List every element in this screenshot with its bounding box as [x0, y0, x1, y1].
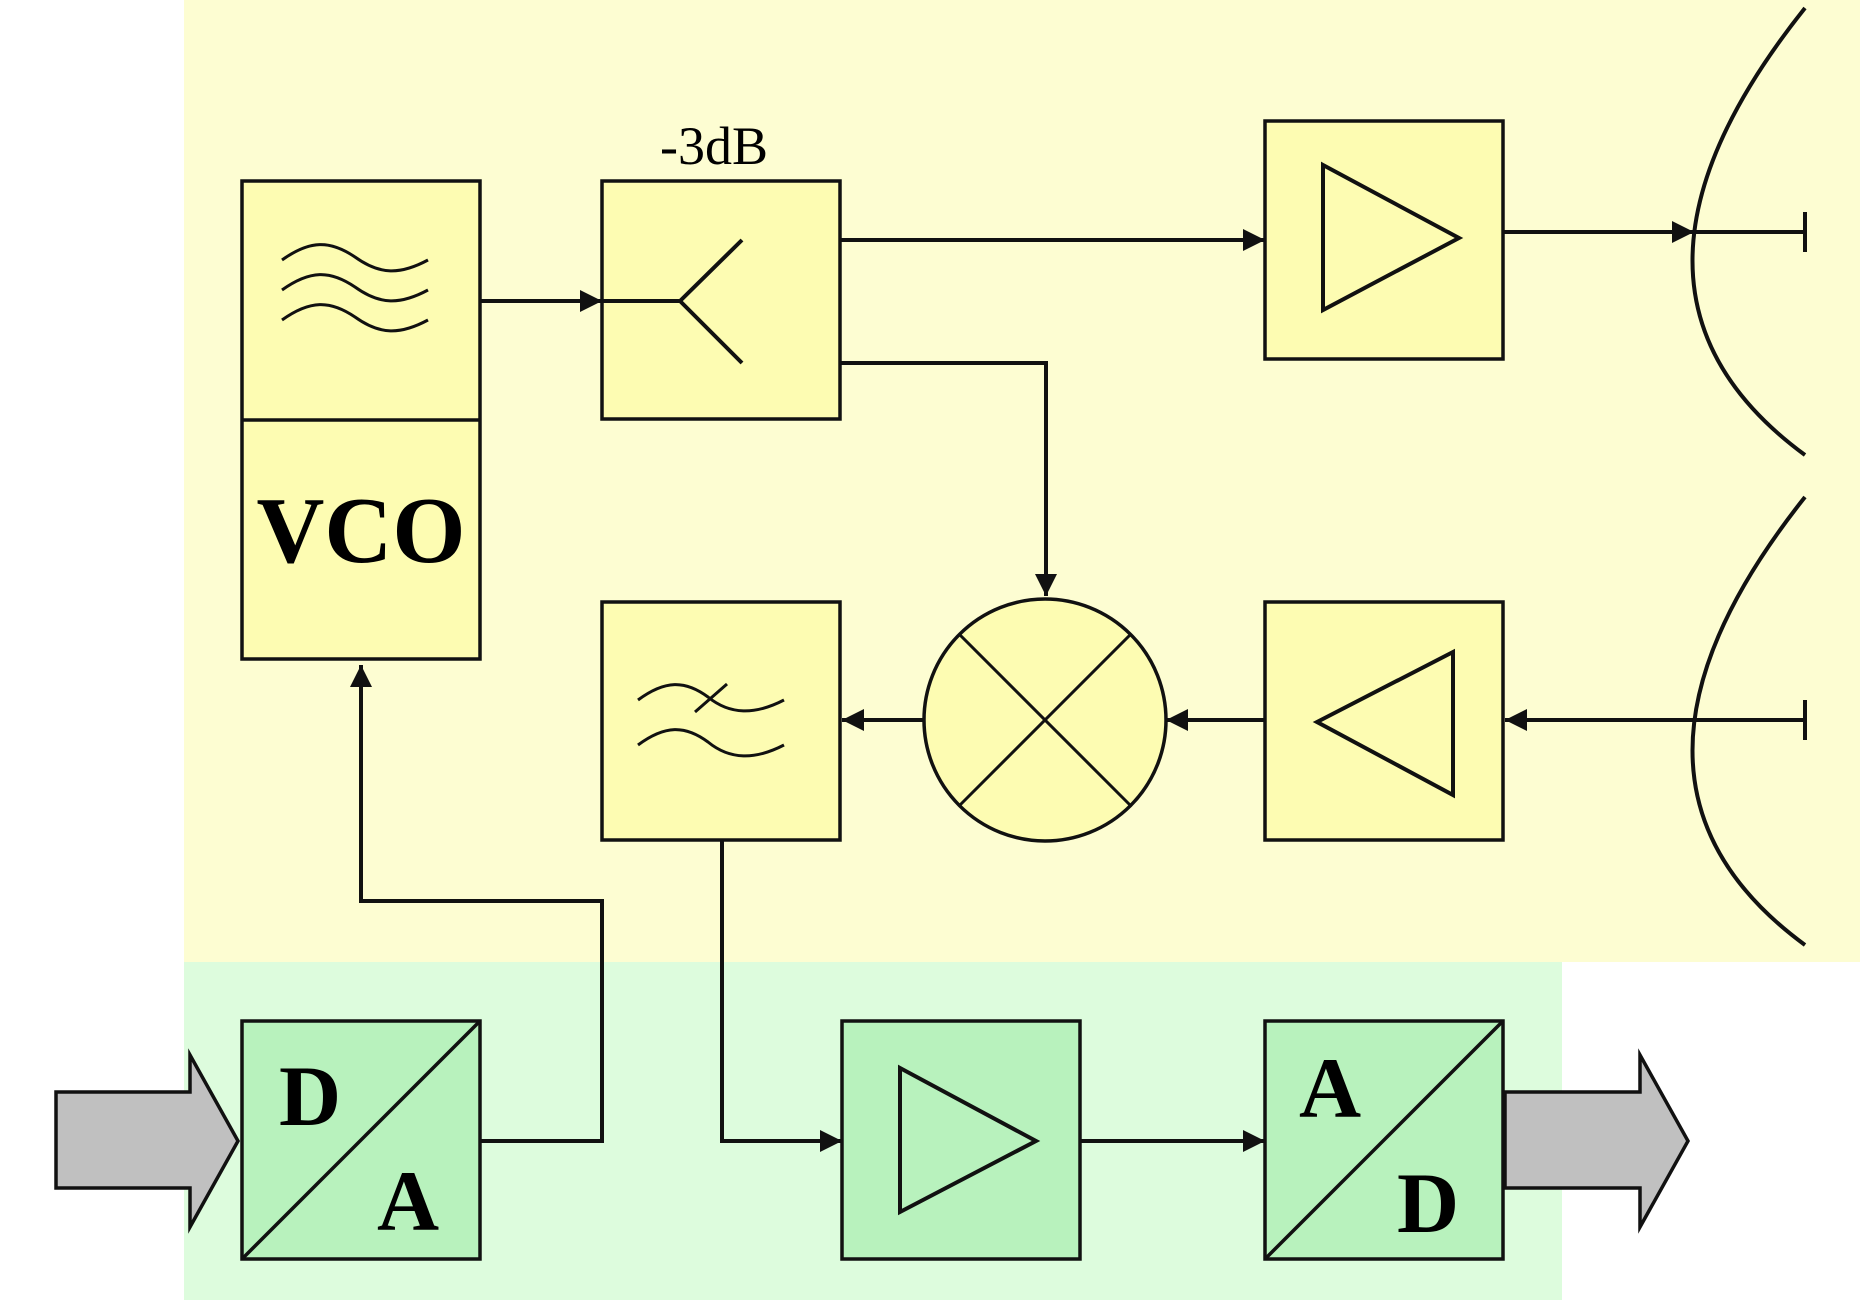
baseband-amplifier-block [840, 1019, 1082, 1261]
amplifier-right-icon [1321, 161, 1464, 314]
lowpass-filter-icon [637, 682, 785, 758]
adc-block: A D [1263, 1019, 1505, 1261]
amplifier-left-icon [1312, 648, 1455, 799]
rx-antenna [1690, 495, 1807, 947]
adc-input-label: A [1299, 1040, 1361, 1136]
amplifier-right-icon [898, 1064, 1041, 1216]
power-splitter-block: -3dB [600, 116, 842, 421]
oscillator-wave-icon [281, 243, 429, 333]
rx-amplifier-block [1263, 600, 1505, 842]
splitter-gain-label: -3dB [660, 116, 768, 176]
data-input-arrow [54, 1048, 241, 1234]
dac-output-label: A [377, 1153, 439, 1249]
wire-lowpass-to-bb-amp [720, 840, 842, 1152]
vco-label: VCO [257, 479, 466, 583]
data-output-arrow [1503, 1048, 1691, 1234]
tx-antenna [1690, 6, 1807, 457]
adc-output-label: D [1397, 1155, 1459, 1251]
lowpass-filter-block [600, 600, 842, 842]
dac-input-label: D [279, 1048, 341, 1144]
vco-block: VCO [240, 179, 482, 661]
wire-splitter-to-mixer [742, 361, 1057, 596]
wire-dac-to-vco [350, 665, 604, 1143]
tx-amplifier-block [1263, 119, 1505, 361]
mixer-block [922, 597, 1168, 843]
dac-block: D A [240, 1019, 482, 1261]
